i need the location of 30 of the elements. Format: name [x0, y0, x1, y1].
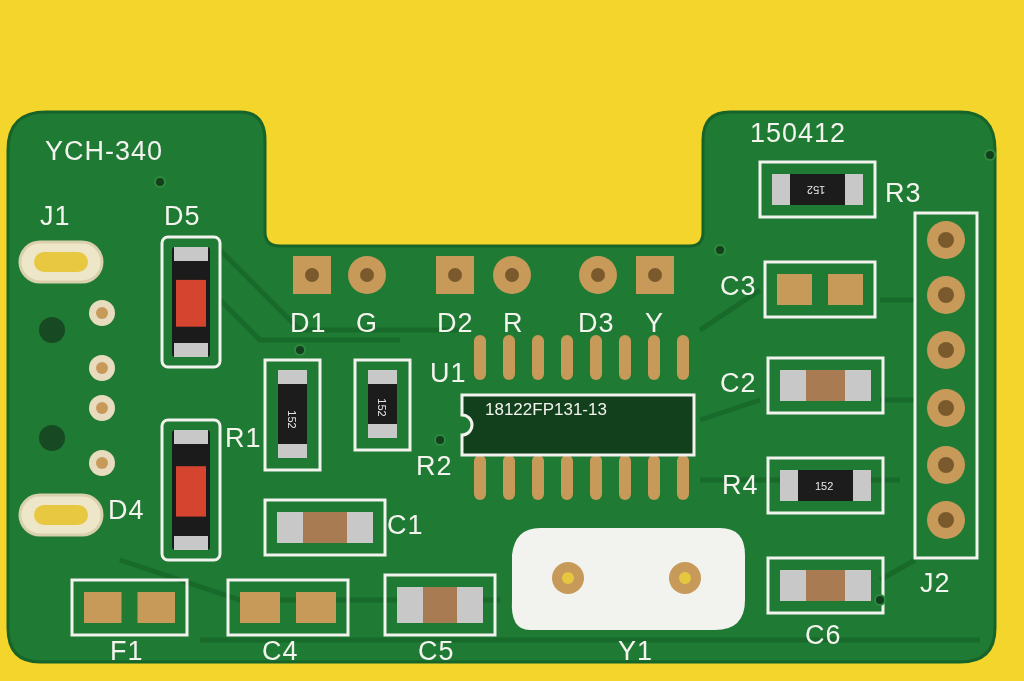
part-label: J1 — [40, 203, 71, 230]
part-label: C5 — [418, 638, 455, 665]
pin-label: Y — [645, 310, 664, 337]
pin-label: R — [503, 310, 524, 337]
pin-label: D1 — [290, 310, 327, 337]
resistor-code: 152 — [285, 410, 297, 429]
resistor-code: 152 — [375, 398, 387, 417]
board-label: 150412 — [750, 120, 847, 147]
chip-marking: 18122FP131-13 — [485, 401, 607, 418]
part-label: F1 — [110, 638, 144, 665]
part-label: R2 — [416, 453, 453, 480]
part-label: J2 — [920, 570, 951, 597]
part-label: U1 — [430, 360, 467, 387]
part-label: R3 — [885, 180, 922, 207]
part-label: C3 — [720, 273, 757, 300]
part-label: R1 — [225, 425, 262, 452]
part-label: C6 — [805, 622, 842, 649]
part-label: D4 — [108, 497, 145, 524]
resistor-code: 152 — [807, 184, 826, 195]
part-label: R4 — [722, 472, 759, 499]
part-label: C1 — [387, 512, 424, 539]
part-label: Y1 — [618, 638, 654, 665]
resistor-code: 152 — [815, 481, 834, 492]
pin-label: D3 — [578, 310, 615, 337]
part-label: C4 — [262, 638, 299, 665]
part-label: D5 — [164, 203, 201, 230]
part-label: C2 — [720, 370, 757, 397]
pin-label: G — [356, 310, 378, 337]
board-label: YCH-340 — [45, 138, 164, 165]
pin-label: D2 — [437, 310, 474, 337]
